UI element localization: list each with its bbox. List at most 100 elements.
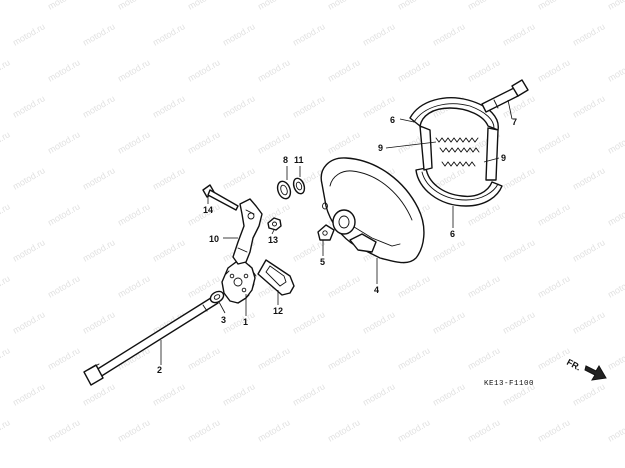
watermark-text: motod.ru — [361, 309, 397, 335]
watermark-text: motod.ru — [396, 345, 432, 371]
watermark-text: motod.ru — [431, 309, 467, 335]
watermark-text: motod.ru — [151, 21, 187, 47]
watermark-text: motod.ru — [81, 165, 117, 191]
watermark-text: motod.ru — [11, 93, 47, 119]
watermark-text: motod.ru — [11, 381, 47, 407]
watermark-text: motod.ru — [81, 21, 117, 47]
watermark-text: motod.ru — [326, 57, 362, 83]
watermark-text: motod.ru — [606, 129, 625, 155]
watermark-text: motod.ru — [536, 345, 572, 371]
watermark-text: motod.ru — [221, 21, 257, 47]
watermark-text: motod.ru — [396, 417, 432, 443]
watermark-text: motod.ru — [466, 57, 502, 83]
watermark-text: motod.ru — [291, 21, 327, 47]
watermark-text: motod.ru — [11, 309, 47, 335]
watermark-text: motod.ru — [151, 381, 187, 407]
watermark-text: motod.ru — [536, 129, 572, 155]
callout-12: 12 — [273, 306, 283, 316]
arrow-right-icon — [584, 365, 607, 381]
watermark-text: motod.ru — [606, 417, 625, 443]
watermark-text: motod.ru — [151, 237, 187, 263]
watermark-text: motod.ru — [326, 273, 362, 299]
watermark-text: motod.ru — [46, 0, 82, 12]
watermark-text: motod.ru — [326, 345, 362, 371]
watermark-text: motod.ru — [606, 0, 625, 12]
watermark-text: motod.ru — [256, 417, 292, 443]
part-axle-bolt — [83, 295, 219, 386]
watermark-text: motod.ru — [256, 57, 292, 83]
watermark-text: motod.ru — [396, 273, 432, 299]
watermark-text: motod.ru — [11, 237, 47, 263]
watermark-text: motod.ru — [221, 93, 257, 119]
watermark-text: motod.ru — [571, 93, 607, 119]
watermark-text: motod.ru — [326, 0, 362, 12]
callout-5: 5 — [320, 257, 325, 267]
watermark-text: motod.ru — [536, 201, 572, 227]
watermark-text: motod.ru — [431, 237, 467, 263]
watermark-text: motod.ru — [361, 381, 397, 407]
part-brake-shoes — [409, 97, 503, 207]
watermark-text: motod.ru — [431, 21, 467, 47]
watermark-text: motod.ru — [81, 237, 117, 263]
watermark-text: motod.ru — [606, 345, 625, 371]
part-washer-left — [292, 177, 306, 195]
callout-11: 11 — [294, 155, 304, 165]
watermark-text: motod.ru — [606, 273, 625, 299]
watermark-text: motod.ru — [536, 57, 572, 83]
watermark-text: motod.ru — [501, 309, 537, 335]
watermark-text: motod.ru — [221, 381, 257, 407]
watermark-text: motod.ru — [291, 381, 327, 407]
watermark-text: motod.ru — [536, 0, 572, 12]
watermark-text: motod.ru — [221, 165, 257, 191]
callout-1: 1 — [243, 317, 248, 327]
watermark-text: motod.ru — [186, 0, 222, 12]
watermark-text: motod.ru — [46, 273, 82, 299]
watermark-text: motod.ru — [0, 345, 12, 371]
watermark-text: motod.ru — [116, 273, 152, 299]
callout-2: 2 — [157, 365, 162, 375]
watermark-text: motod.ru — [151, 165, 187, 191]
watermark-text: motod.ru — [81, 93, 117, 119]
watermark-text: motod.ru — [571, 21, 607, 47]
watermark-text: motod.ru — [256, 129, 292, 155]
watermark-text: motod.ru — [606, 57, 625, 83]
watermark-text: motod.ru — [116, 57, 152, 83]
watermark-text: motod.ru — [571, 309, 607, 335]
watermark-text: motod.ru — [291, 93, 327, 119]
watermark-text: motod.ru — [0, 273, 12, 299]
watermark-text: motod.ru — [0, 201, 12, 227]
callout-14: 14 — [203, 205, 213, 215]
watermark-text: motod.ru — [396, 57, 432, 83]
part-brake-arm — [232, 198, 263, 265]
callout-6-upper: 6 — [390, 115, 395, 125]
drawing-code: KE13-F1100 — [484, 380, 534, 388]
watermark-text: motod.ru — [116, 417, 152, 443]
watermark-text: motod.ru — [466, 417, 502, 443]
callout-6-lower: 6 — [450, 229, 455, 239]
watermark-text: motod.ru — [116, 0, 152, 12]
watermark-text: motod.ru — [81, 309, 117, 335]
watermark-text: motod.ru — [466, 273, 502, 299]
part-brake-panel — [317, 157, 425, 264]
watermark-text: motod.ru — [46, 201, 82, 227]
direction-label: FR. — [565, 357, 582, 373]
watermark-text: motod.ru — [536, 273, 572, 299]
watermark-text: motod.ru — [571, 381, 607, 407]
watermark-text: motod.ru — [501, 21, 537, 47]
callout-labels: 1 2 3 4 5 6 6 7 8 8 11 9 9 10 12 13 14 — [157, 115, 517, 375]
watermark-text: motod.ru — [81, 381, 117, 407]
watermark-text: motod.ru — [466, 0, 502, 12]
callout-7: 7 — [512, 117, 517, 127]
watermark-text: motod.ru — [186, 129, 222, 155]
watermark-text: motod.ru — [361, 21, 397, 47]
watermark-text: motod.ru — [396, 0, 432, 12]
watermark-text: motod.ru — [46, 57, 82, 83]
watermark-text: motod.ru — [186, 345, 222, 371]
part-springs — [435, 137, 480, 167]
front-direction-indicator: FR. — [565, 357, 607, 381]
watermark-text: motod.ru — [326, 129, 362, 155]
watermark-text: motod.ru — [116, 201, 152, 227]
watermark-text: motod.ru — [0, 0, 12, 12]
watermark-text: motod.ru — [151, 93, 187, 119]
